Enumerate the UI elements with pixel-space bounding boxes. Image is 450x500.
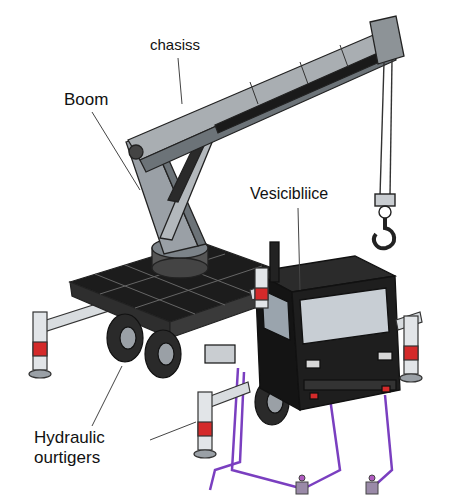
part-label: chasiss <box>150 36 200 54</box>
part-label: Hydraulic ourtigers <box>34 428 164 469</box>
part-label: Boom <box>64 90 108 110</box>
part-label: Vesicibliice <box>250 184 328 203</box>
